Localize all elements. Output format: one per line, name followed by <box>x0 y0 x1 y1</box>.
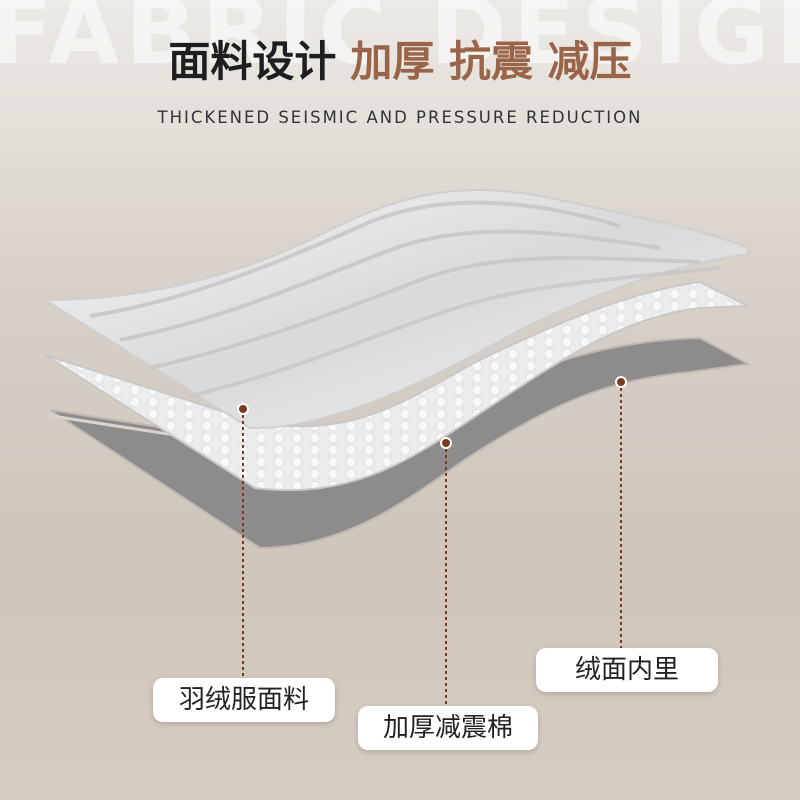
marker-dot-outer-fabric <box>237 403 249 415</box>
label-outer-fabric: 羽绒服面料 <box>153 678 335 722</box>
title-main: 面料设计 <box>168 37 337 86</box>
marker-dot-padding <box>440 437 452 449</box>
label-lining: 绒面内里 <box>536 648 718 692</box>
outer-fabric-layer <box>41 189 749 430</box>
background-watermark-text: FABRIC DESIGN <box>0 0 800 85</box>
leader-lines <box>237 376 627 712</box>
page-subtitle: THICKENED SEISMIC AND PRESSURE REDUCTION <box>157 108 643 127</box>
label-padding: 加厚减震棉 <box>358 706 538 750</box>
padding-layer <box>44 280 749 492</box>
marker-dot-lining <box>615 376 627 388</box>
page-title: 面料设计加厚 抗震 减压 <box>0 28 800 89</box>
title-accent: 加厚 抗震 减压 <box>350 37 632 86</box>
